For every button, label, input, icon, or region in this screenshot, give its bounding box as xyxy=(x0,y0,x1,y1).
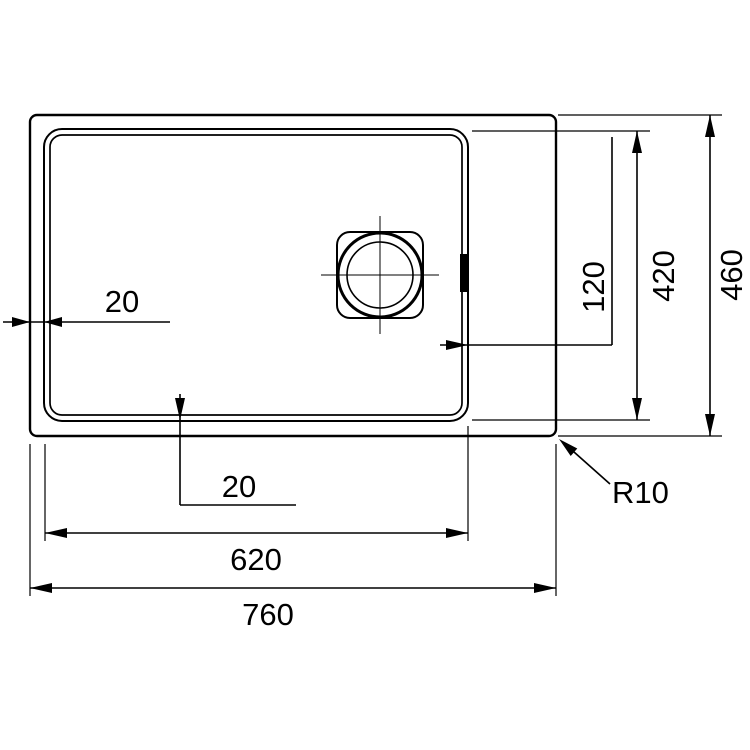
arrowhead-icon xyxy=(175,398,185,420)
dim-right-offset: 120 xyxy=(440,137,613,350)
arrowhead-icon xyxy=(12,317,30,327)
arrowhead-icon xyxy=(44,317,62,327)
dim-overall-depth: 460 xyxy=(558,114,749,437)
arrowhead-icon xyxy=(45,528,67,538)
arrowhead-icon xyxy=(446,340,468,350)
radius-leader-line xyxy=(573,451,611,485)
radius-callout: R10 xyxy=(559,439,669,510)
arrowhead-icon xyxy=(446,528,468,538)
arrowhead-icon xyxy=(559,439,578,456)
overflow-mark xyxy=(460,254,469,292)
dim-bowl-width: 620 xyxy=(44,426,469,577)
sink-body xyxy=(28,113,558,438)
arrowhead-icon xyxy=(632,398,642,420)
drain-outer-circle xyxy=(336,231,424,319)
dim-bowl-width-label: 620 xyxy=(230,542,282,577)
arrowhead-icon xyxy=(534,583,556,593)
dim-overall-width: 760 xyxy=(29,444,557,632)
drain-assembly xyxy=(321,216,439,334)
dim-overall-width-label: 760 xyxy=(242,597,294,632)
arrowhead-icon xyxy=(30,583,52,593)
dim-bottom-offset-label: 20 xyxy=(222,469,256,504)
arrowhead-icon xyxy=(705,414,715,436)
arrowhead-icon xyxy=(632,131,642,153)
dim-bottom-rim-offset: 20 xyxy=(175,394,296,506)
dim-left-rim-offset: 20 xyxy=(3,284,170,327)
arrowhead-icon xyxy=(705,115,715,137)
dim-overall-depth-label: 460 xyxy=(714,249,749,301)
dim-bowl-depth-label: 420 xyxy=(646,250,681,302)
dim-bowl-depth: 420 xyxy=(472,130,681,421)
sink-outer-outline xyxy=(28,113,558,438)
dim-right-offset-label: 120 xyxy=(576,261,611,313)
drain-inner-circle xyxy=(346,241,414,309)
dim-left-offset-label: 20 xyxy=(105,284,139,319)
radius-label: R10 xyxy=(612,475,669,510)
